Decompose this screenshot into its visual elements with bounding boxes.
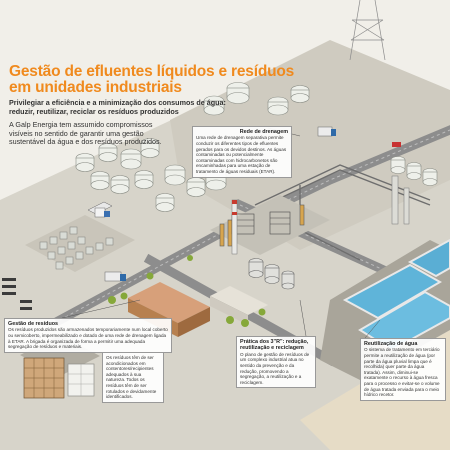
callout-3r-title: Prática dos 3"R": redução, reutilização … [240, 339, 309, 352]
distillation-column [391, 175, 399, 225]
callout-3r-text: O plano de gestão de resíduos de um comp… [240, 351, 310, 385]
callout-containers-text: Os resíduos têm de ser acondicionados em… [106, 355, 157, 400]
callout-waste: Gestão de resíduos Os resíduos produzido… [4, 318, 172, 353]
chimney-stack [231, 199, 238, 255]
truck-upper-right [317, 126, 336, 137]
title-line-2: em unidades industriais [9, 79, 182, 96]
page-title: Gestão de efluentes líquidos e resíduos … [9, 64, 309, 96]
waste-containers [20, 335, 100, 399]
callout-waste-title: Gestão de resíduos [8, 321, 59, 327]
storage-tanks-upper [203, 82, 310, 116]
callout-containers: Os resíduos têm de ser acondicionados em… [102, 352, 164, 403]
page-subtitle: Privilegiar a eficiência e a minimização… [9, 98, 226, 116]
intro-paragraph: A Galp Energia tem assumido compromissos… [9, 120, 162, 147]
callout-waste-text: Os resíduos produzidos são armazenados t… [8, 327, 168, 350]
callout-water-reuse-title: Reutilização de água [364, 341, 418, 347]
container-yard [2, 215, 135, 310]
car-red [392, 142, 401, 147]
callout-drainage-text: Uma rede de drenagem separativa permite … [196, 135, 287, 174]
title-line-1: Gestão de efluentes líquidos e resíduos [9, 63, 295, 80]
callout-drainage-title: Rede de drenagem [239, 129, 288, 135]
callout-drainage: Rede de drenagem Uma rede de drenagem se… [192, 126, 292, 178]
storage-tanks-right [390, 156, 438, 186]
callout-3r: Prática dos 3"R": redução, reutilização … [236, 336, 316, 389]
office-building [210, 286, 268, 325]
callout-water-reuse-text: O sistema de tratamento em terciário per… [364, 347, 440, 398]
callout-water-reuse: Reutilização de água O sistema de tratam… [360, 338, 446, 401]
process-units [210, 175, 410, 290]
trees [108, 255, 266, 327]
truck-left [87, 201, 113, 218]
flare-tower [349, 0, 386, 61]
truck-bottom [104, 271, 126, 282]
